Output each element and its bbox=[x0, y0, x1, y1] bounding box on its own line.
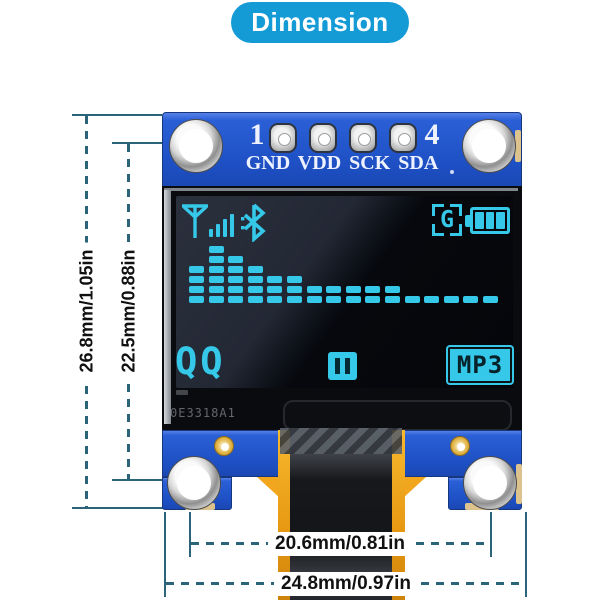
pin-pad-vdd bbox=[309, 123, 337, 153]
equalizer-segment bbox=[228, 276, 244, 283]
dim-bottom-outer-label: 24.8mm/0.97in bbox=[274, 572, 418, 596]
silk-dot bbox=[450, 170, 454, 174]
mounting-hole-top-left-bore bbox=[179, 129, 213, 163]
equalizer-segment bbox=[208, 296, 224, 303]
equalizer-bars bbox=[189, 246, 505, 303]
equalizer-segment bbox=[326, 296, 342, 303]
bluetooth-icon bbox=[240, 202, 268, 242]
g-network-letter: G bbox=[440, 207, 454, 233]
battery-nub bbox=[465, 215, 471, 227]
glass-edge-top bbox=[164, 188, 518, 191]
equalizer-segment bbox=[345, 286, 361, 293]
screen-block: G QQ MP3 0E3318A1 bbox=[162, 186, 522, 431]
antenna-icon bbox=[180, 202, 210, 240]
mp3-badge: MP3 bbox=[448, 347, 512, 383]
pin-hole bbox=[358, 133, 371, 146]
signal-bars-icon bbox=[209, 211, 239, 237]
dimension-badge: Dimension bbox=[231, 2, 409, 43]
equalizer-segment bbox=[247, 276, 263, 283]
equalizer-segment bbox=[267, 286, 283, 293]
mounting-hole-bottom-left-bore bbox=[177, 466, 211, 500]
equalizer-segment bbox=[404, 296, 420, 303]
dim-left-inner-bottom-cap bbox=[112, 479, 166, 481]
equalizer-segment bbox=[287, 276, 302, 283]
equalizer-segment bbox=[208, 266, 224, 273]
pin-silk-labels: GND VDD SCK SDA bbox=[245, 152, 439, 174]
equalizer-segment bbox=[306, 286, 322, 293]
equalizer-segment bbox=[189, 296, 204, 303]
dimension-badge-label: Dimension bbox=[251, 7, 389, 37]
dim-left-inner-label: 22.5mm/0.88in bbox=[117, 242, 141, 380]
equalizer-segment bbox=[365, 286, 381, 293]
gold-hole-right bbox=[450, 436, 470, 456]
equalizer-segment bbox=[189, 266, 204, 273]
dim-bottom-inner-label: 20.6mm/0.81in bbox=[268, 532, 412, 556]
equalizer-segment bbox=[483, 296, 498, 303]
dim-bottom-inner-right-cap bbox=[490, 512, 492, 557]
kapton-tape-left bbox=[278, 430, 291, 600]
equalizer-segment bbox=[365, 296, 381, 303]
equalizer-segment bbox=[326, 286, 342, 293]
equalizer-segment bbox=[208, 256, 224, 263]
pad-accent bbox=[516, 464, 522, 504]
dim-bottom-outer-left-cap bbox=[164, 512, 166, 597]
equalizer-segment bbox=[208, 286, 224, 293]
glass-edge-left bbox=[164, 190, 171, 424]
mounting-hole-bottom-right-bore bbox=[473, 466, 507, 500]
dim-left-outer-label: 26.8mm/1.05in bbox=[75, 242, 99, 380]
battery-body bbox=[470, 207, 510, 234]
oled-module: 1 4 GND VDD SCK SDA bbox=[162, 112, 522, 600]
equalizer-segment bbox=[267, 276, 283, 283]
equalizer-segment bbox=[424, 296, 440, 303]
pin-hole bbox=[398, 133, 411, 146]
dim-left-outer-top-cap bbox=[72, 114, 162, 116]
pin-pad-sck bbox=[349, 123, 377, 153]
pad-accent bbox=[515, 130, 521, 162]
equalizer-segment bbox=[306, 296, 322, 303]
equalizer-segment bbox=[228, 256, 244, 263]
pin-number-left: 1 bbox=[249, 118, 265, 151]
pin-hole bbox=[278, 133, 291, 146]
dim-bottom-inner-left-cap bbox=[189, 512, 191, 557]
gold-hole-left bbox=[214, 436, 234, 456]
dim-bottom-outer-right-cap bbox=[525, 512, 527, 597]
equalizer-segment bbox=[228, 266, 244, 273]
part-number: 0E3318A1 bbox=[170, 406, 236, 420]
equalizer-segment bbox=[189, 286, 204, 293]
kapton-tape-right bbox=[392, 430, 405, 600]
equalizer-segment bbox=[228, 296, 244, 303]
equalizer-segment bbox=[385, 286, 400, 293]
equalizer-segment bbox=[463, 296, 479, 303]
dim-left-outer-bottom-cap bbox=[72, 507, 165, 509]
equalizer-segment bbox=[267, 296, 283, 303]
equalizer-segment bbox=[208, 276, 224, 283]
manufacturer-mark bbox=[176, 390, 188, 395]
connector-outline bbox=[283, 400, 512, 431]
mounting-hole-top-right-bore bbox=[472, 129, 506, 163]
equalizer-segment bbox=[287, 296, 302, 303]
equalizer-segment bbox=[228, 286, 244, 293]
pin-pad-sda bbox=[389, 123, 417, 153]
equalizer-segment bbox=[247, 286, 263, 293]
qq-label: QQ bbox=[175, 340, 226, 383]
equalizer-segment bbox=[385, 296, 400, 303]
pin-pad-gnd bbox=[269, 123, 297, 153]
equalizer-segment bbox=[287, 286, 302, 293]
equalizer-segment bbox=[443, 296, 459, 303]
equalizer-segment bbox=[247, 296, 263, 303]
pause-icon bbox=[328, 352, 357, 380]
equalizer-segment bbox=[247, 266, 263, 273]
flex-cable bbox=[280, 428, 402, 600]
mounting-hole-bottom-left bbox=[167, 456, 221, 510]
dim-left-inner-top-cap bbox=[112, 142, 166, 144]
g-network-icon: G bbox=[432, 204, 462, 236]
pin-number-right: 4 bbox=[424, 118, 440, 151]
notch-triangle-right bbox=[402, 477, 426, 499]
equalizer-segment bbox=[189, 276, 204, 283]
equalizer-segment bbox=[208, 246, 224, 253]
equalizer-segment bbox=[345, 296, 361, 303]
battery-icon bbox=[465, 207, 511, 235]
oled-screen: G QQ MP3 bbox=[175, 196, 513, 388]
pin-hole bbox=[318, 133, 331, 146]
